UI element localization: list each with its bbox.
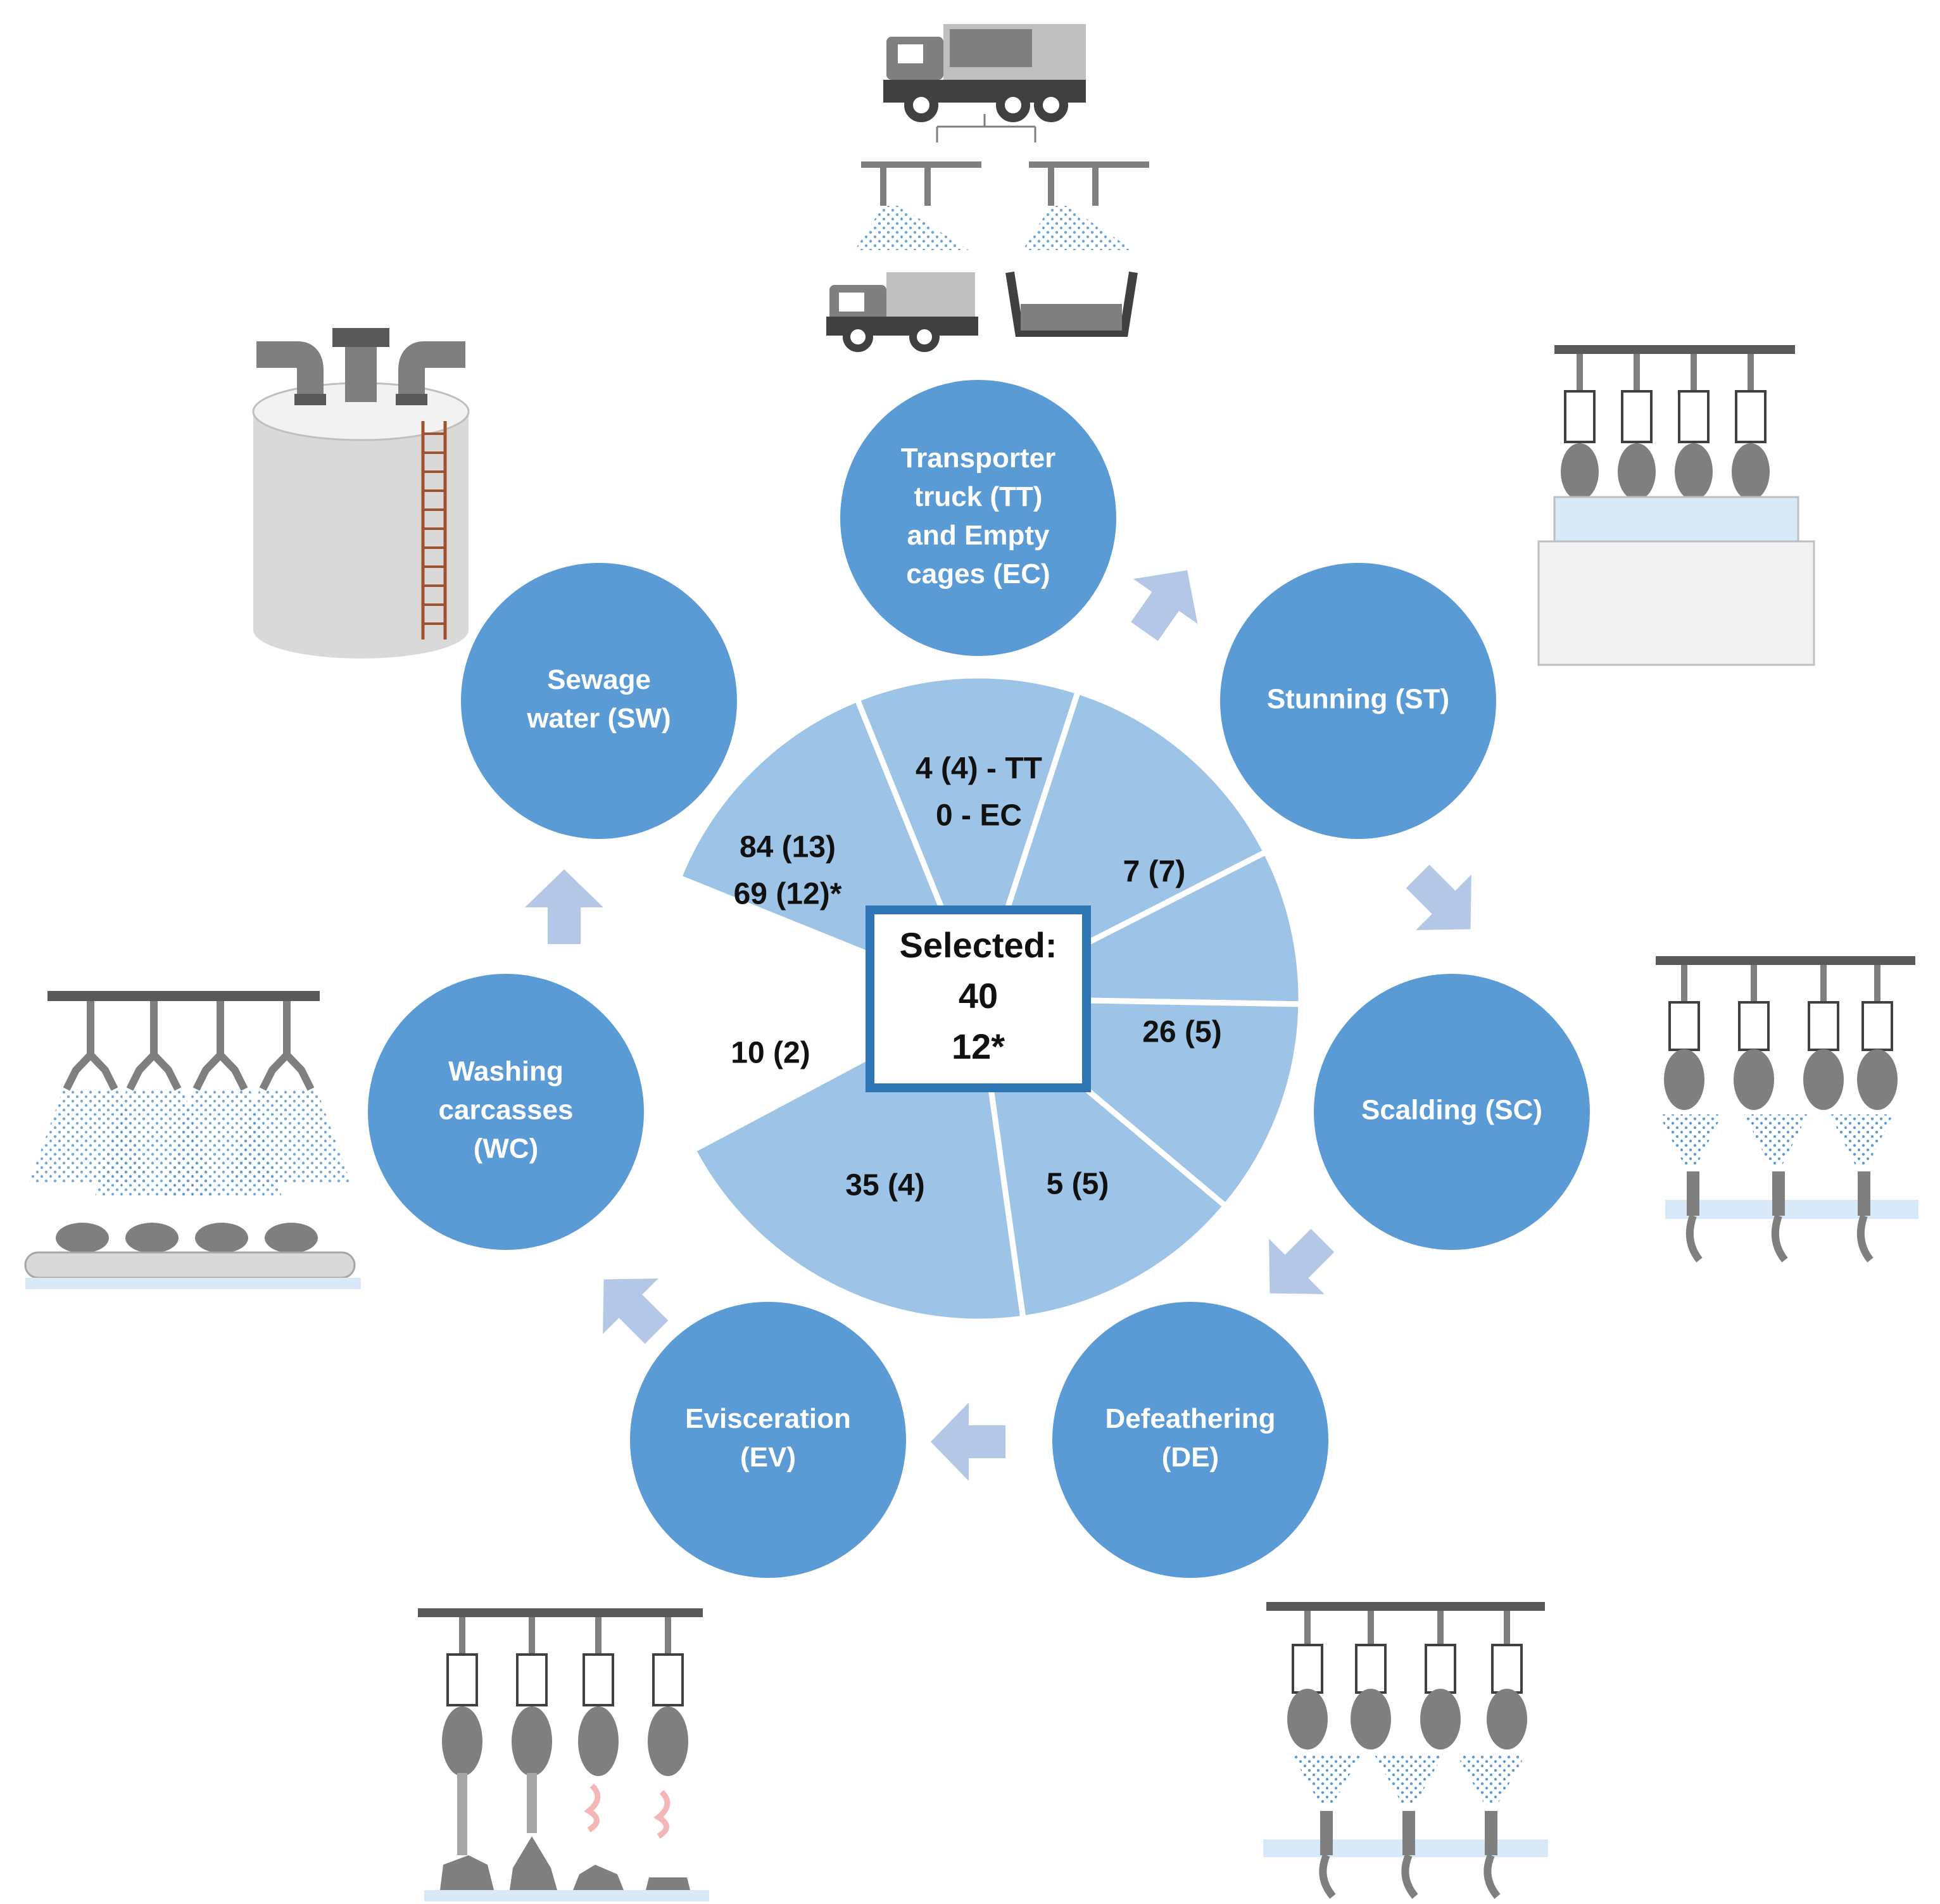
selected-summary-box: Selected: 40 12*: [866, 905, 1091, 1092]
segment-label-line: 4 (4) - TT: [916, 752, 1042, 786]
flow-arrow-5: [603, 1278, 669, 1344]
selected-summary-text: Selected: 40 12*: [900, 925, 1057, 1066]
center-line: 12*: [952, 1026, 1005, 1066]
step-label-line: Scalding (SC): [1361, 1095, 1542, 1126]
step-label-line: (EV): [740, 1442, 796, 1473]
step-label-st: Stunning (ST): [1267, 684, 1449, 715]
step-label-line: (DE): [1162, 1442, 1219, 1473]
step-label-line: Stunning (ST): [1267, 684, 1449, 715]
flow-arrow-2: [1406, 864, 1471, 930]
step-label-tt: Transporter truck (TT) and Empty cages (EC): [901, 443, 1056, 589]
flow-arrow-1: [1131, 570, 1198, 641]
segment-label-st: 7 (7): [1123, 855, 1186, 889]
step-circle-sw: [461, 563, 737, 839]
center-line: 40: [959, 976, 998, 1016]
step-circle-tt: [840, 380, 1116, 656]
sewage-tank-icon: [252, 328, 470, 659]
step-label-line: cages (EC): [906, 558, 1050, 589]
scalding-line-icon: [1656, 956, 1918, 1263]
step-label-line: (WC): [474, 1133, 539, 1164]
step-label-line: and Empty: [907, 520, 1050, 551]
step-circle-sc: [1314, 974, 1590, 1250]
segment-label-line: 7 (7): [1123, 855, 1186, 889]
step-label-line: Transporter: [901, 443, 1056, 474]
step-label-ev: Evisceration (EV): [685, 1403, 851, 1473]
transport-truck-cage-washing-icon: [826, 24, 1149, 352]
flow-arrow-4: [931, 1403, 1005, 1481]
step-circle-wc: [368, 974, 644, 1250]
wheel-segment-st: [853, 672, 1082, 1007]
step-label-line: truck (TT): [914, 481, 1043, 512]
segment-label-line: 5 (5): [1047, 1168, 1109, 1201]
step-label-line: Evisceration: [685, 1403, 851, 1434]
segment-label-de: 5 (5): [1047, 1168, 1109, 1201]
segment-label-wc: 10 (2): [731, 1037, 810, 1070]
step-label-sw: Sewage water (SW): [526, 664, 671, 734]
step-label-sc: Scalding (SC): [1361, 1095, 1542, 1126]
segment-label-line: 35 (4): [845, 1169, 924, 1202]
step-label-line: water (SW): [526, 703, 671, 734]
stunning-line-icon: [1537, 345, 1815, 666]
carcass-washing-line-icon: [24, 991, 361, 1289]
process-steps: Transporter truck (TT) and Empty cages (EC)…: [368, 380, 1590, 1578]
segment-label-line: 69 (12)*: [734, 878, 842, 911]
center-line: Selected:: [900, 925, 1057, 965]
segment-label-line: 10 (2): [731, 1037, 810, 1070]
step-label-wc: Washing carcasses (WC): [439, 1056, 574, 1164]
flow-arrows: [525, 570, 1471, 1481]
flow-arrow-6: [525, 869, 603, 944]
step-label-line: Defeathering: [1105, 1403, 1276, 1434]
segment-label-sc: 26 (5): [1142, 1016, 1221, 1049]
segment-label-ev: 35 (4): [845, 1169, 924, 1202]
evisceration-line-icon: [418, 1608, 709, 1901]
segment-label-line: 26 (5): [1142, 1016, 1221, 1049]
step-label-line: Sewage: [547, 664, 651, 695]
step-label-de: Defeathering (DE): [1105, 1403, 1276, 1473]
segment-label-line: 0 - EC: [936, 799, 1022, 833]
step-circle-st: [1220, 563, 1496, 839]
step-label-line: carcasses: [439, 1095, 574, 1126]
step-circle-de: [1052, 1302, 1328, 1578]
flow-arrow-3: [1269, 1228, 1335, 1294]
step-label-line: Washing: [448, 1056, 564, 1087]
segment-label-line: 84 (13): [740, 831, 836, 864]
segment-label-sw: 84 (13) 69 (12)*: [734, 831, 842, 911]
segment-label-tt: 4 (4) - TT 0 - EC: [916, 752, 1042, 833]
step-circle-ev: [630, 1302, 906, 1578]
defeathering-line-icon: [1263, 1602, 1548, 1899]
